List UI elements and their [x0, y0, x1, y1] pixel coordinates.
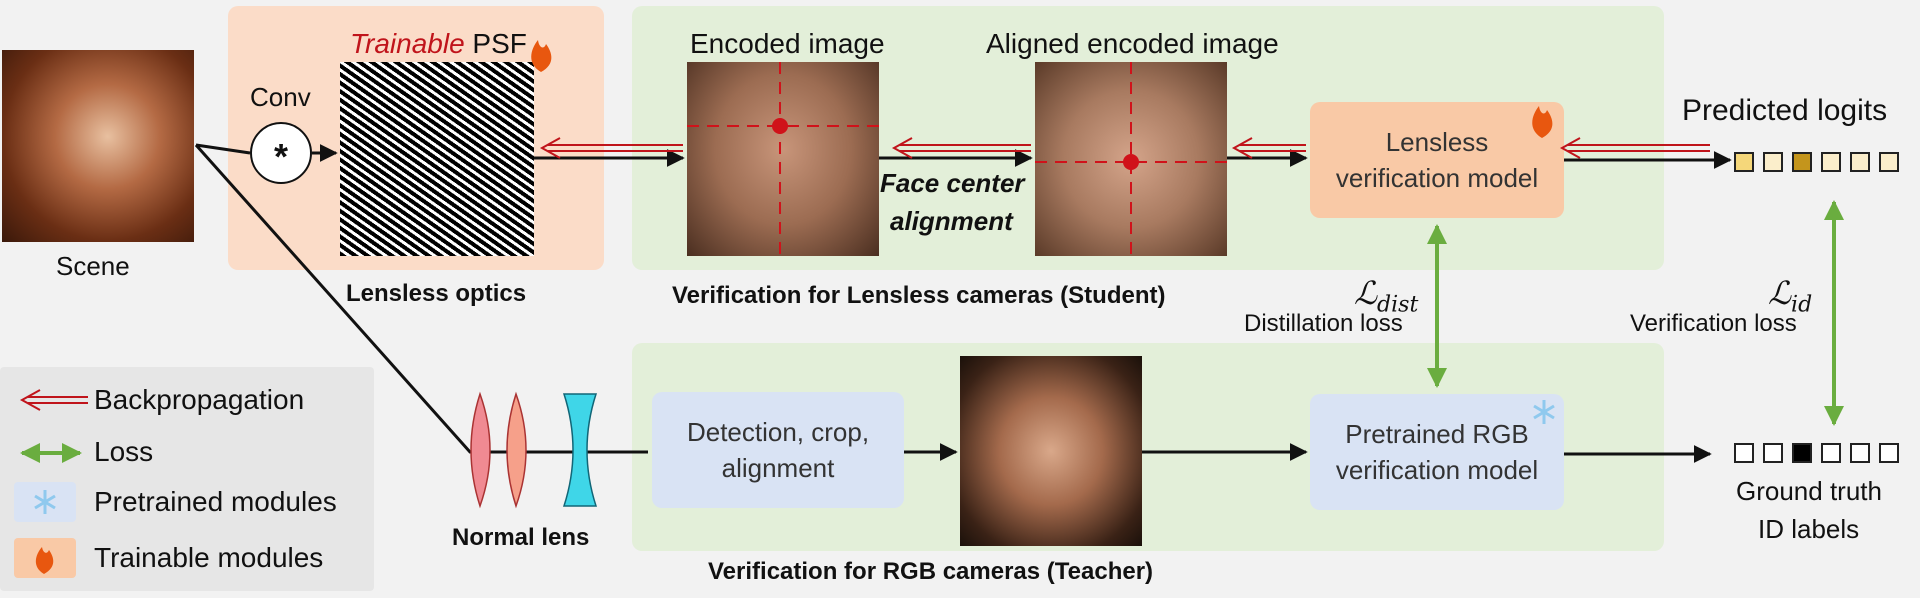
snowflake-icon: [1533, 400, 1555, 424]
student-panel-label: Verification for Lensless cameras (Stude…: [672, 282, 1166, 309]
loss-arrows: [20, 200, 1844, 463]
dist-loss-script: ℒ: [1354, 274, 1378, 312]
logit-cell: [1850, 152, 1870, 172]
lensless-verification-model: Lensless verification model: [1310, 102, 1564, 218]
forward-path: [194, 143, 1732, 463]
face-center-alignment-line2: alignment: [890, 206, 1013, 236]
psf-title-rest: PSF: [464, 28, 527, 59]
verification-loss-label: Verification loss: [1630, 310, 1797, 337]
id-loss-script: ℒ: [1768, 274, 1792, 312]
snowflake-icon: [34, 490, 56, 514]
id-loss-symbol: ℒid: [1768, 274, 1812, 317]
logit-cell: [1763, 152, 1783, 172]
logit-cell: [1792, 152, 1812, 172]
backprop-arrows: [19, 137, 1710, 411]
scene-image: [2, 50, 194, 242]
predicted-logits-label: Predicted logits: [1682, 94, 1888, 127]
cropped-face-image: [960, 356, 1142, 546]
encoded-center-dot: [772, 118, 788, 134]
conv-operator: *: [250, 122, 312, 184]
encoded-image-label: Encoded image: [690, 28, 885, 59]
pretrained-rgb-verification-model: Pretrained RGB verification model: [1310, 394, 1564, 510]
logit-cell: [1821, 152, 1841, 172]
logit-cell: [1879, 152, 1899, 172]
pretrained-model-line2: verification model: [1335, 455, 1539, 485]
dist-loss-symbol: ℒdist: [1354, 274, 1418, 317]
label-cell: [1879, 443, 1899, 463]
scene-label: Scene: [56, 251, 130, 281]
pretrained-model-line1: Pretrained RGB: [1345, 419, 1529, 449]
legend-trainable-label: Trainable modules: [94, 542, 324, 573]
aligned-center-dot: [1123, 154, 1139, 170]
legend-pretrained-label: Pretrained modules: [94, 486, 337, 517]
lensless-model-line1: Lensless: [1385, 127, 1489, 157]
teacher-panel-label: Verification for RGB cameras (Teacher): [708, 558, 1154, 585]
logit-cell: [1734, 152, 1754, 172]
fire-icon: [1532, 106, 1553, 138]
legend-loss-label: Loss: [94, 436, 154, 467]
detection-line2: alignment: [721, 453, 835, 483]
label-cell: [1763, 443, 1783, 463]
ground-truth-line1: Ground truth: [1736, 476, 1882, 506]
ground-truth-line2: ID labels: [1758, 514, 1860, 544]
id-loss-subscript: id: [1791, 292, 1813, 318]
label-cell: [1850, 443, 1870, 463]
detection-crop-alignment-module: Detection, crop, alignment: [652, 392, 904, 508]
psf-pattern-image: [340, 62, 534, 256]
distillation-loss-label: Distillation loss: [1244, 310, 1403, 337]
lensless-model-line2: verification model: [1335, 163, 1539, 193]
fire-icon: [531, 40, 552, 72]
label-cell: [1821, 443, 1841, 463]
lensless-optics-label: Lensless optics: [346, 280, 527, 307]
fire-icon: [35, 547, 54, 574]
face-center-alignment-line1: Face center: [880, 168, 1025, 198]
conv-symbol: *: [273, 136, 288, 177]
aligned-crosshair: [1035, 62, 1227, 256]
legend-backprop-label: Backpropagation: [94, 384, 305, 415]
aligned-encoded-image-label: Aligned encoded image: [986, 28, 1279, 59]
dist-loss-subscript: dist: [1377, 292, 1419, 318]
conv-label: Conv: [250, 82, 311, 112]
psf-title: Trainable PSF: [350, 28, 527, 60]
encoded-image: [687, 62, 879, 256]
label-cell: [1734, 443, 1754, 463]
label-cell: [1792, 443, 1812, 463]
detection-line1: Detection, crop,: [686, 417, 870, 447]
psf-title-italic: Trainable: [350, 28, 465, 59]
normal-lens-label: Normal lens: [452, 524, 590, 551]
encoded-crosshair: [687, 62, 879, 256]
normal-lens-icon: [470, 391, 598, 509]
